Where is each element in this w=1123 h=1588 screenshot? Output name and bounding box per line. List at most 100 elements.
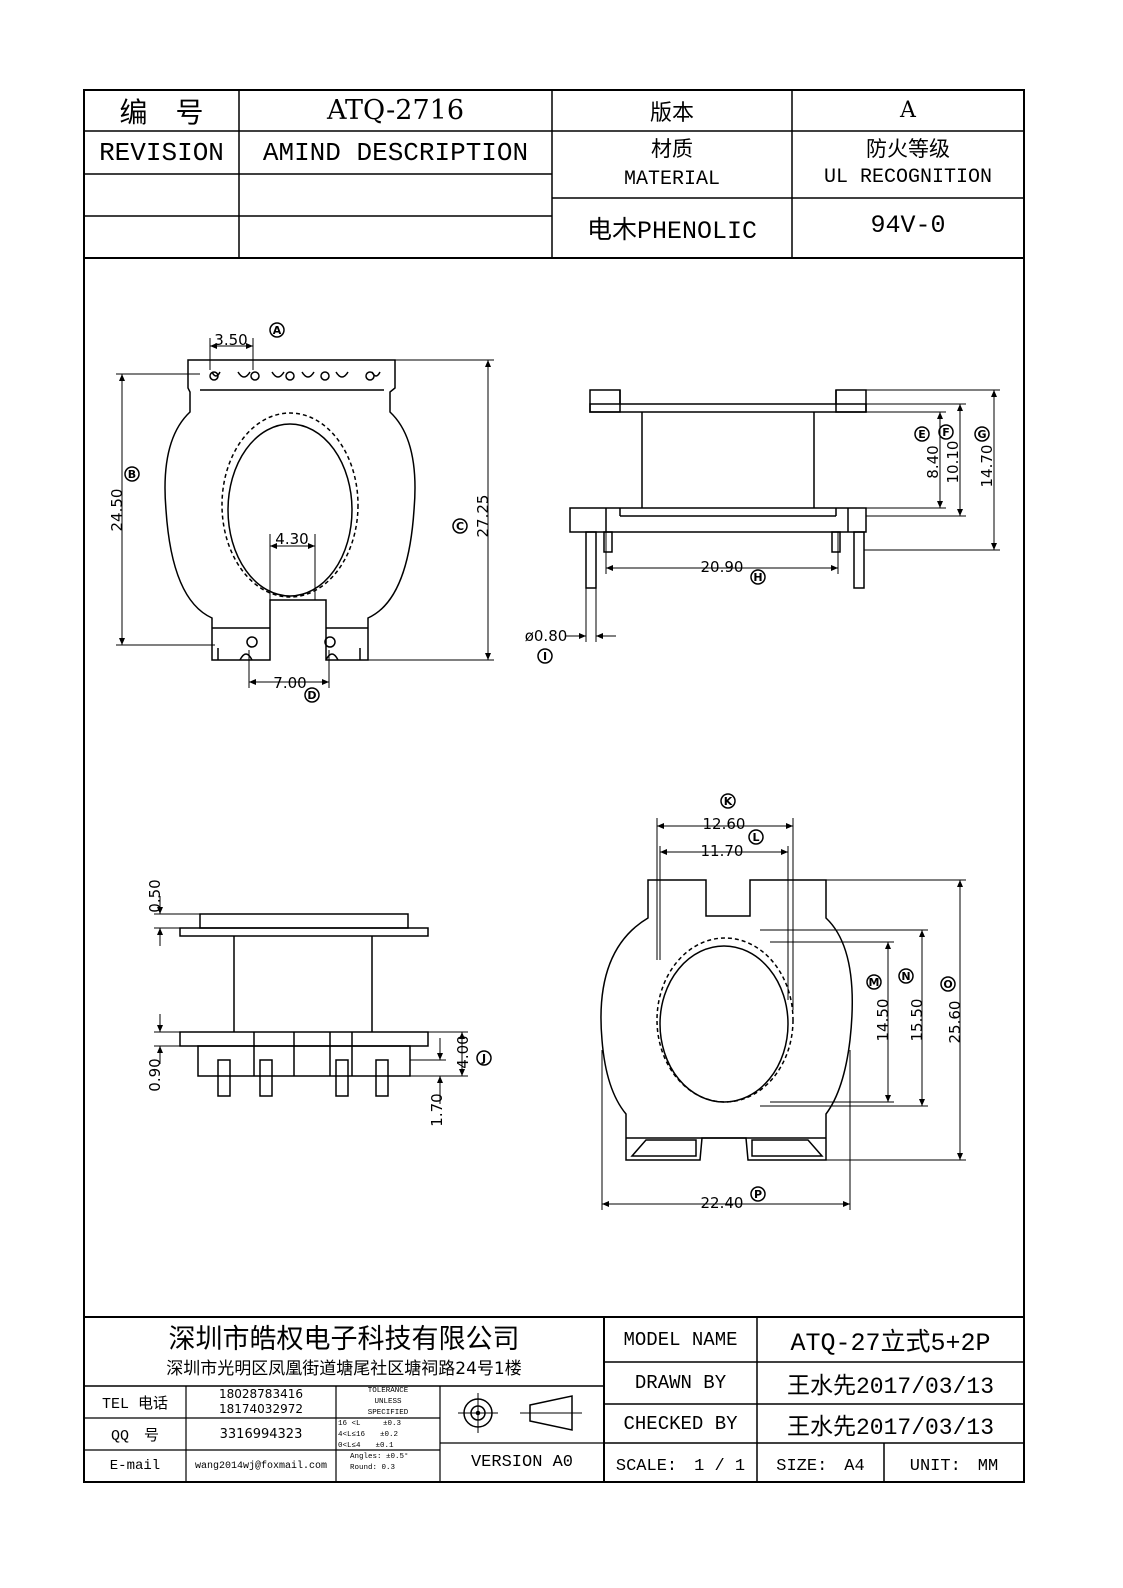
tag-f: F [938, 424, 954, 440]
tag-a: A [269, 322, 285, 338]
tag-h: H [750, 569, 766, 585]
side-view-dimensions [566, 389, 1000, 642]
qq-number: 3316994323 [219, 1426, 303, 1442]
tag-m: M [866, 974, 882, 990]
material-label-cn: 材质 [651, 137, 693, 161]
svg-text:D: D [307, 689, 316, 702]
front-view [179, 913, 429, 1097]
svg-text:M: M [869, 976, 880, 989]
dim-i: ø0.80 [525, 627, 568, 645]
front-view-dimensions [154, 896, 468, 1104]
svg-text:F: F [942, 426, 950, 439]
drawn-by-label: DRAWN BY [634, 1372, 727, 1394]
dim-c: 27.25 [474, 495, 492, 538]
svg-text:P: P [754, 1188, 762, 1201]
tolerance-title-2: UNLESS [374, 1398, 402, 1406]
bottom-view [600, 879, 853, 1161]
tag-b: B [124, 466, 140, 482]
dim-top-thickness: 0.50 [146, 879, 164, 912]
drawn-by-value: 王水先2017/03/13 [786, 1374, 995, 1400]
dim-m: 14.50 [874, 999, 892, 1042]
dim-o: 25.60 [946, 1001, 964, 1044]
qq-label: QQ 号 [110, 1427, 159, 1445]
dim-d: 7.00 [273, 674, 306, 692]
fire-rating-value: 94V-0 [870, 210, 946, 240]
tag-p: P [750, 1186, 766, 1202]
tag-c: C [452, 518, 468, 534]
projection-symbol-icon [458, 1393, 582, 1433]
version-value: A [900, 98, 916, 123]
material-value: 电木PHENOLIC [586, 217, 758, 246]
fire-rating-label-cn: 防火等级 [866, 137, 950, 161]
tag-i: I [537, 648, 553, 664]
svg-text:A: A [273, 324, 282, 337]
dim-a: 3.50 [214, 331, 247, 349]
version-label: VERSION A0 [470, 1453, 574, 1472]
checked-by-value: 王水先2017/03/13 [786, 1414, 995, 1441]
version-label: 版本 [649, 100, 694, 126]
dim-b: 24.50 [108, 489, 126, 532]
email-label: E-mail [109, 1458, 161, 1474]
part-number: ATQ-2716 [327, 95, 464, 126]
tolerance-row-1: 16 <L ±0.3 [338, 1420, 402, 1428]
top-view [164, 359, 416, 661]
svg-text:G: G [977, 428, 986, 441]
company-name: 深圳市皓权电子科技有限公司 [168, 1323, 520, 1355]
model-name-label: MODEL NAME [623, 1328, 738, 1351]
dim-e: 8.40 [924, 445, 942, 478]
dim-pin: 1.70 [428, 1093, 446, 1126]
scale-text: SCALE: 1 / 1 [615, 1456, 746, 1476]
svg-text:O: O [943, 978, 952, 991]
tag-k: K [720, 793, 736, 809]
tag-j: J [476, 1050, 492, 1066]
svg-text:L: L [752, 831, 759, 844]
tag-l: L [748, 829, 764, 845]
dim-bottom-thickness: 0.90 [146, 1058, 164, 1091]
svg-text:H: H [753, 571, 762, 584]
tag-g: G [974, 426, 990, 442]
tolerance-row-2: 4<L≤16 ±0.2 [338, 1431, 399, 1439]
tag-d: D [304, 687, 320, 703]
svg-text:B: B [128, 468, 136, 481]
tel-number-2: 18174032972 [219, 1402, 303, 1416]
company-address: 深圳市光明区凤凰街道塘尾社区塘祠路24号1楼 [166, 1358, 522, 1379]
tag-e: E [914, 426, 930, 442]
tel-number-1: 18028783416 [219, 1387, 303, 1401]
dim-g: 14.70 [978, 445, 996, 488]
dim-p: 22.40 [701, 1194, 744, 1212]
svg-text:C: C [456, 520, 464, 533]
tolerance-row-4: Angles: ±0.5° [350, 1453, 409, 1461]
model-name-value: ATQ-27立式5+2P [790, 1328, 991, 1358]
unit-text: UNIT: MM [909, 1456, 999, 1476]
tolerance-row-3: 0<L≤4 ±0.1 [338, 1442, 394, 1450]
dim-inner: 4.30 [275, 530, 308, 548]
material-label-en: MATERIAL [623, 167, 720, 191]
svg-text:J: J [481, 1052, 486, 1065]
dim-k: 12.60 [703, 815, 746, 833]
tag-n: N [898, 968, 914, 984]
dim-l: 11.70 [701, 842, 744, 860]
dim-f: 10.10 [944, 441, 962, 484]
amind-description-label: AMIND DESCRIPTION [262, 137, 529, 168]
bottom-view-dimensions [601, 818, 966, 1210]
top-view-dimensions [116, 338, 494, 688]
svg-text:N: N [901, 970, 910, 983]
svg-text:I: I [543, 650, 547, 663]
dim-h: 20.90 [701, 558, 744, 576]
size-text: SIZE: A4 [776, 1456, 865, 1476]
svg-text:E: E [918, 428, 926, 441]
tel-label: TEL 电话 [101, 1395, 168, 1413]
tolerance-block: TOLERANCE UNLESS SPECIFIED 16 <L ±0.3 4<… [338, 1386, 438, 1482]
dim-j: 4.00 [454, 1035, 472, 1068]
side-view [569, 389, 867, 589]
svg-text:K: K [724, 795, 733, 808]
fire-rating-label-en: UL RECOGNITION [823, 165, 993, 189]
tolerance-title-1: TOLERANCE [367, 1387, 409, 1395]
dim-n: 15.50 [908, 999, 926, 1042]
tolerance-row-5: Round: 0.3 [350, 1464, 396, 1472]
tolerance-title-3: SPECIFIED [367, 1409, 409, 1417]
tag-o: O [940, 976, 956, 992]
revision-label: REVISION [99, 137, 224, 168]
